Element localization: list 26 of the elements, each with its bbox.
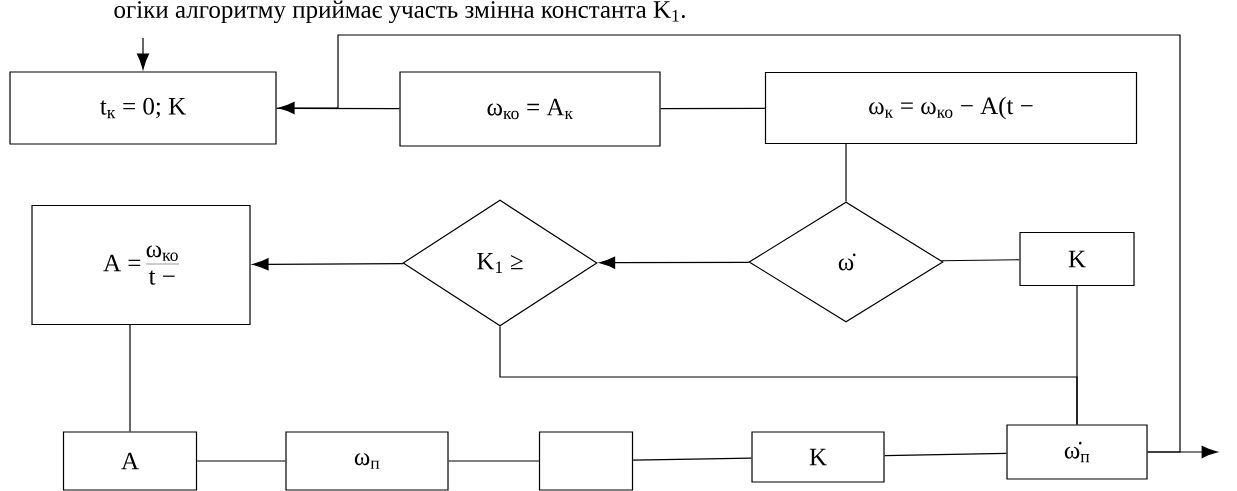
process-box: A = ω$_{ко}$ t − [31,204,251,326]
arrow [599,256,750,269]
process-box: ω$_{п}$ [285,431,449,491]
connector-line [632,457,752,461]
connector-line [1076,285,1078,425]
process-box: ω̇$_{п}$ [1006,424,1148,480]
connector-line [196,460,286,462]
connector-line [129,324,131,432]
process-box: K [1019,231,1135,287]
process-box: t$_{к}$ = 0; K [9,71,277,145]
arrow [1147,445,1218,459]
process-box: K [751,431,885,483]
connector-line [884,452,1007,457]
arrow [252,258,404,271]
process-box: ω$_{к}$ = ω$_{ко}$ − A(t − [764,71,1138,145]
connector-line [845,143,847,202]
note-text: огіки алгоритму приймає участь змінна константа K$_{1}$. [114,0,685,24]
process-box: A [62,431,198,491]
process-box: ω$_{ко}$ = A$_{к}$ [399,71,661,147]
arrow [278,34,1181,453]
arrow [136,37,150,70]
process-box [538,431,634,491]
connector-line [660,107,766,110]
connector-line [448,460,540,462]
connector-line [276,107,400,110]
connector-line [941,259,1020,262]
